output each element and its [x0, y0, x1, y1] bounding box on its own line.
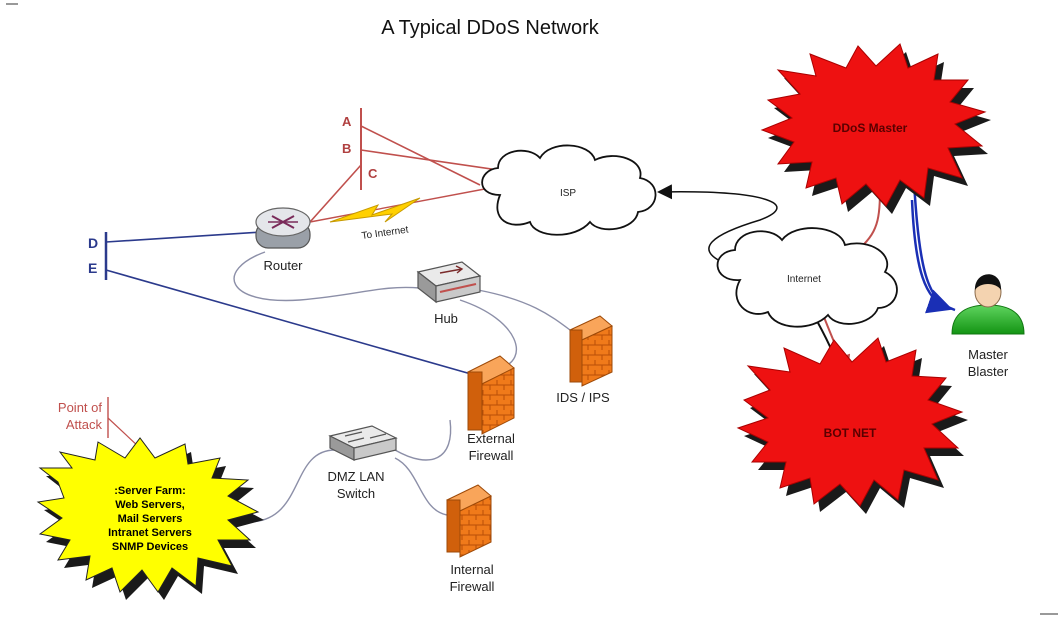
dmz-switch-icon [328, 425, 398, 461]
bus-label-d: D [88, 235, 98, 251]
ddos-master-label: DDoS Master [833, 121, 908, 135]
bus-label-a: A [342, 114, 352, 129]
internet-label: Internet [787, 274, 821, 285]
external-firewall-label-line1: External [467, 431, 515, 446]
ddos-master-burst-icon [760, 43, 991, 214]
arrow-internet-isp [657, 184, 778, 269]
diagram-title: A Typical DDoS Network [381, 17, 599, 39]
to-internet-label: To Internet [361, 224, 410, 241]
external-firewall-label-line2: Firewall [469, 448, 514, 463]
router-icon [255, 207, 311, 249]
master-blaster-label-line1: Master [968, 347, 1008, 362]
cable-switch-serverfarm [249, 449, 336, 523]
internet-cloud-icon [716, 227, 898, 328]
bus-label-c: C [368, 166, 378, 181]
link-d-router [105, 231, 263, 243]
hub-icon [416, 261, 482, 304]
master-blaster-label-line2: Blaster [968, 364, 1009, 379]
botnet-label: BOT NET [824, 426, 877, 440]
cable-hub-firewall [459, 299, 517, 369]
botnet-burst-icon [736, 337, 968, 514]
server-farm-burst-icon [36, 437, 264, 600]
point-of-attack-line1: Point of [58, 400, 102, 415]
internal-firewall-label-line1: Internal [450, 562, 493, 577]
dmz-switch-label-line2: Switch [337, 486, 375, 501]
bus-label-e: E [88, 260, 97, 276]
isp-label: ISP [560, 188, 576, 199]
router-label: Router [263, 258, 303, 273]
point-of-attack-line2: Attack [66, 417, 103, 432]
link-a-isp [360, 125, 481, 186]
hub-label: Hub [434, 311, 458, 326]
isp-cloud-icon [481, 144, 657, 236]
cable-firewall-switch [394, 419, 452, 461]
ids-ips-label: IDS / IPS [556, 390, 610, 405]
internal-firewall-icon [446, 484, 492, 558]
external-firewall-icon [467, 355, 515, 435]
dmz-switch-label-line1: DMZ LAN [327, 469, 384, 484]
server-farm-line5: SNMP Devices [112, 541, 188, 553]
link-c-router [309, 164, 362, 223]
arrow-ddos-blaster [910, 199, 953, 314]
cable-hub-ids [477, 289, 571, 331]
master-blaster-user-icon [951, 274, 1025, 335]
server-farm-line4: Intranet Servers [108, 527, 192, 539]
cable-switch-internal-fw [394, 457, 448, 516]
bus-label-b: B [342, 141, 351, 156]
lightning-bolt-icon [329, 197, 421, 223]
server-farm-line2: Web Servers, [115, 499, 185, 511]
server-farm-line3: Mail Servers [118, 513, 183, 525]
link-e-firewall [105, 269, 479, 377]
internal-firewall-label-line2: Firewall [450, 579, 495, 594]
cable-router-hub [233, 251, 421, 302]
ids-ips-firewall-icon [569, 315, 613, 387]
server-farm-line1: :Server Farm: [114, 485, 186, 497]
